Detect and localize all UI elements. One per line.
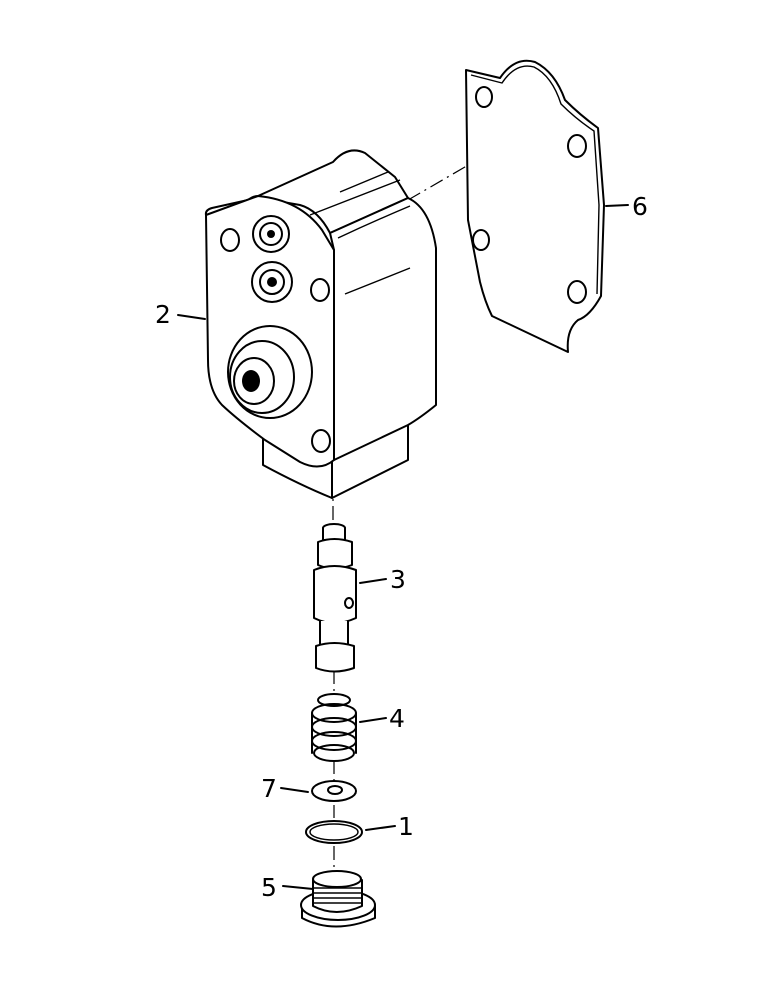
leader-line-4 xyxy=(359,717,387,723)
leader-line-5 xyxy=(282,885,314,890)
callout-6: 6 xyxy=(632,192,648,221)
leader-line-6 xyxy=(605,204,629,207)
leader-line-1 xyxy=(365,825,396,831)
valve-body-part-2 xyxy=(204,149,437,499)
gasket-part-6 xyxy=(465,59,605,353)
callout-2: 2 xyxy=(155,300,171,329)
leader-line-7 xyxy=(280,787,309,793)
spring-part-4 xyxy=(311,693,357,762)
spool-part-3 xyxy=(313,523,357,673)
washer-part-7 xyxy=(311,780,357,802)
leader-line-2 xyxy=(177,314,206,320)
callout-7: 7 xyxy=(261,774,277,803)
callout-3: 3 xyxy=(390,565,406,594)
o-ring-part-1 xyxy=(305,820,363,844)
plug-part-5 xyxy=(300,870,376,928)
leader-line-3 xyxy=(359,578,387,584)
callout-4: 4 xyxy=(389,704,405,733)
callout-5: 5 xyxy=(261,873,277,902)
gasket-assembly-line xyxy=(407,137,516,201)
callout-1: 1 xyxy=(398,812,414,841)
